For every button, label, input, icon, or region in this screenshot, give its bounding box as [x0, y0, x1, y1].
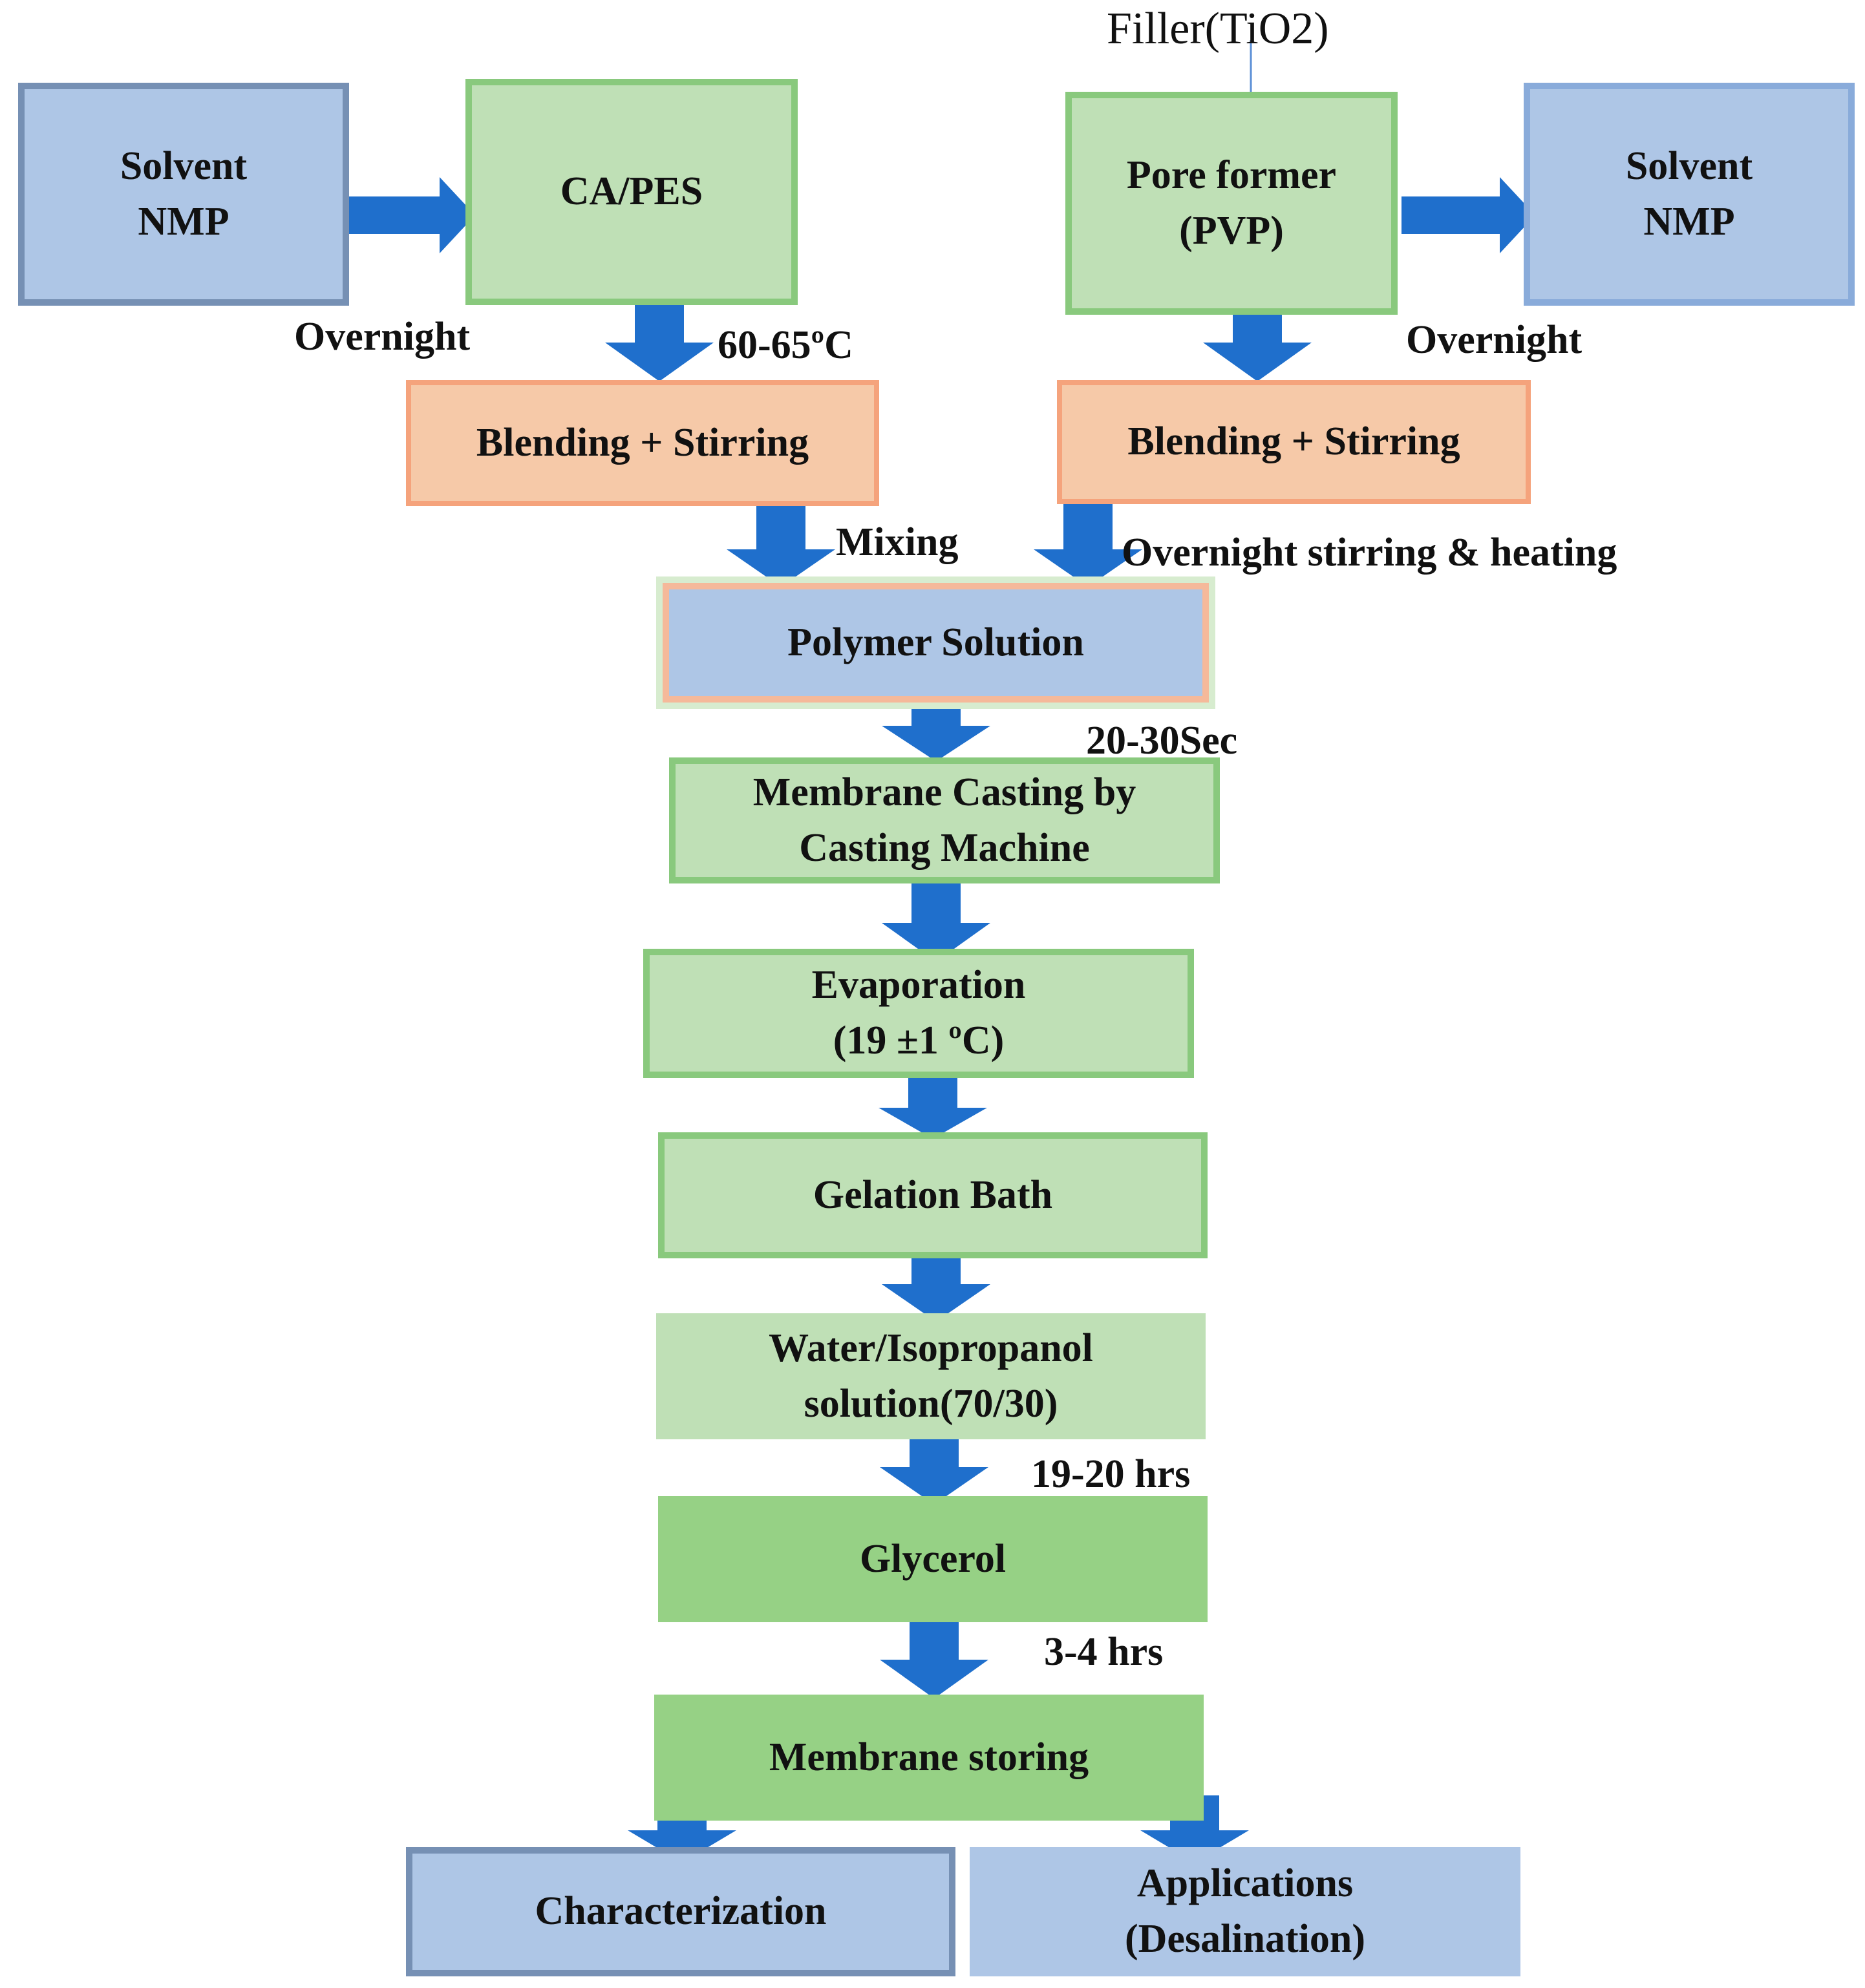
- blending-stirring-right-box: Blending + Stirring: [1057, 380, 1531, 504]
- membrane-casting-box: Membrane Casting by Casting Machine: [669, 757, 1220, 883]
- filler-label: Filler(TiO2): [1107, 4, 1329, 54]
- applications-line1: Applications: [1136, 1861, 1354, 1906]
- temperature-label: 60-65ºC: [718, 323, 853, 367]
- arrow-gelation-to-water: [882, 1251, 990, 1322]
- arrow-pore-to-solvent: [1401, 177, 1535, 253]
- arrows: [341, 177, 1535, 1863]
- mixing-label: Mixing: [836, 520, 959, 564]
- polymer-solution-text: Polymer Solution: [787, 620, 1084, 664]
- membrane-casting-line2: Casting Machine: [799, 825, 1090, 870]
- arrow-water-to-glycerol: [880, 1428, 988, 1505]
- overnight-left-label: Overnight: [294, 315, 471, 359]
- arrow-casting-to-evaporation: [882, 880, 990, 962]
- time-3-4hrs-label: 3-4 hrs: [1044, 1630, 1164, 1674]
- water-isopropanol-line2: solution(70/30): [804, 1381, 1058, 1426]
- solvent-nmp-left-box: Solvent NMP: [18, 83, 349, 306]
- arrow-polymer-to-casting: [882, 699, 990, 761]
- pore-former-line1: Pore former: [1126, 153, 1337, 197]
- membrane-storing-box: Membrane storing: [654, 1695, 1204, 1821]
- water-isopropanol-box: Water/Isopropanol solution(70/30): [656, 1313, 1206, 1439]
- time-19-20hrs-label: 19-20 hrs: [1031, 1452, 1191, 1496]
- glycerol-box: Glycerol: [658, 1496, 1208, 1622]
- arrow-blending-right-to-polymer: [1034, 500, 1142, 587]
- arrow-blending-left-to-polymer: [727, 500, 835, 587]
- solvent-right-line2: NMP: [1643, 199, 1735, 244]
- pore-former-box: Pore former (PVP): [1065, 92, 1398, 315]
- polymer-solution-box: Polymer Solution: [663, 583, 1209, 703]
- arrow-storing-to-applications: [1140, 1795, 1249, 1863]
- membrane-storing-text: Membrane storing: [769, 1735, 1089, 1779]
- water-isopropanol-line1: Water/Isopropanol: [769, 1326, 1093, 1370]
- solvent-left-line2: NMP: [138, 199, 229, 244]
- overnight-stirring-label: Overnight stirring & heating: [1122, 531, 1617, 575]
- evaporation-box: Evaporation (19 ±1 ºC): [643, 949, 1194, 1078]
- membrane-casting-line1: Membrane Casting by: [752, 770, 1136, 814]
- blending-stirring-left-box: Blending + Stirring: [406, 380, 879, 506]
- arrow-evaporation-to-gelation: [879, 1076, 987, 1139]
- pore-former-line2: (PVP): [1179, 208, 1284, 253]
- characterization-text: Characterization: [535, 1889, 827, 1934]
- ca-pes-text: CA/PES: [560, 169, 703, 214]
- arrow-pore-to-blending: [1203, 301, 1312, 381]
- arrow-capes-to-blending: [605, 299, 714, 381]
- blending-right-text: Blending + Stirring: [1127, 419, 1460, 464]
- characterization-box: Characterization: [406, 1847, 955, 1976]
- blending-left-text: Blending + Stirring: [476, 420, 809, 465]
- evaporation-line1: Evaporation: [811, 963, 1026, 1008]
- gelation-bath-text: Gelation Bath: [813, 1172, 1053, 1217]
- evaporation-line2: (19 ±1 ºC): [833, 1019, 1005, 1063]
- ca-pes-box: CA/PES: [465, 79, 798, 305]
- solvent-right-line1: Solvent: [1625, 143, 1753, 188]
- arrow-solvent-to-capes: [341, 177, 475, 253]
- solvent-nmp-right-box: Solvent NMP: [1524, 83, 1855, 306]
- gelation-bath-box: Gelation Bath: [658, 1132, 1208, 1258]
- time-20-30sec-label: 20-30Sec: [1086, 719, 1238, 763]
- solvent-left-line1: Solvent: [120, 143, 248, 188]
- applications-box: Applications (Desalination): [970, 1847, 1520, 1976]
- applications-line2: (Desalination): [1125, 1917, 1365, 1961]
- arrow-storing-to-characterization: [628, 1795, 736, 1863]
- overnight-right-label: Overnight: [1406, 318, 1583, 362]
- glycerol-text: Glycerol: [859, 1536, 1007, 1581]
- arrow-glycerol-to-storing: [880, 1613, 988, 1698]
